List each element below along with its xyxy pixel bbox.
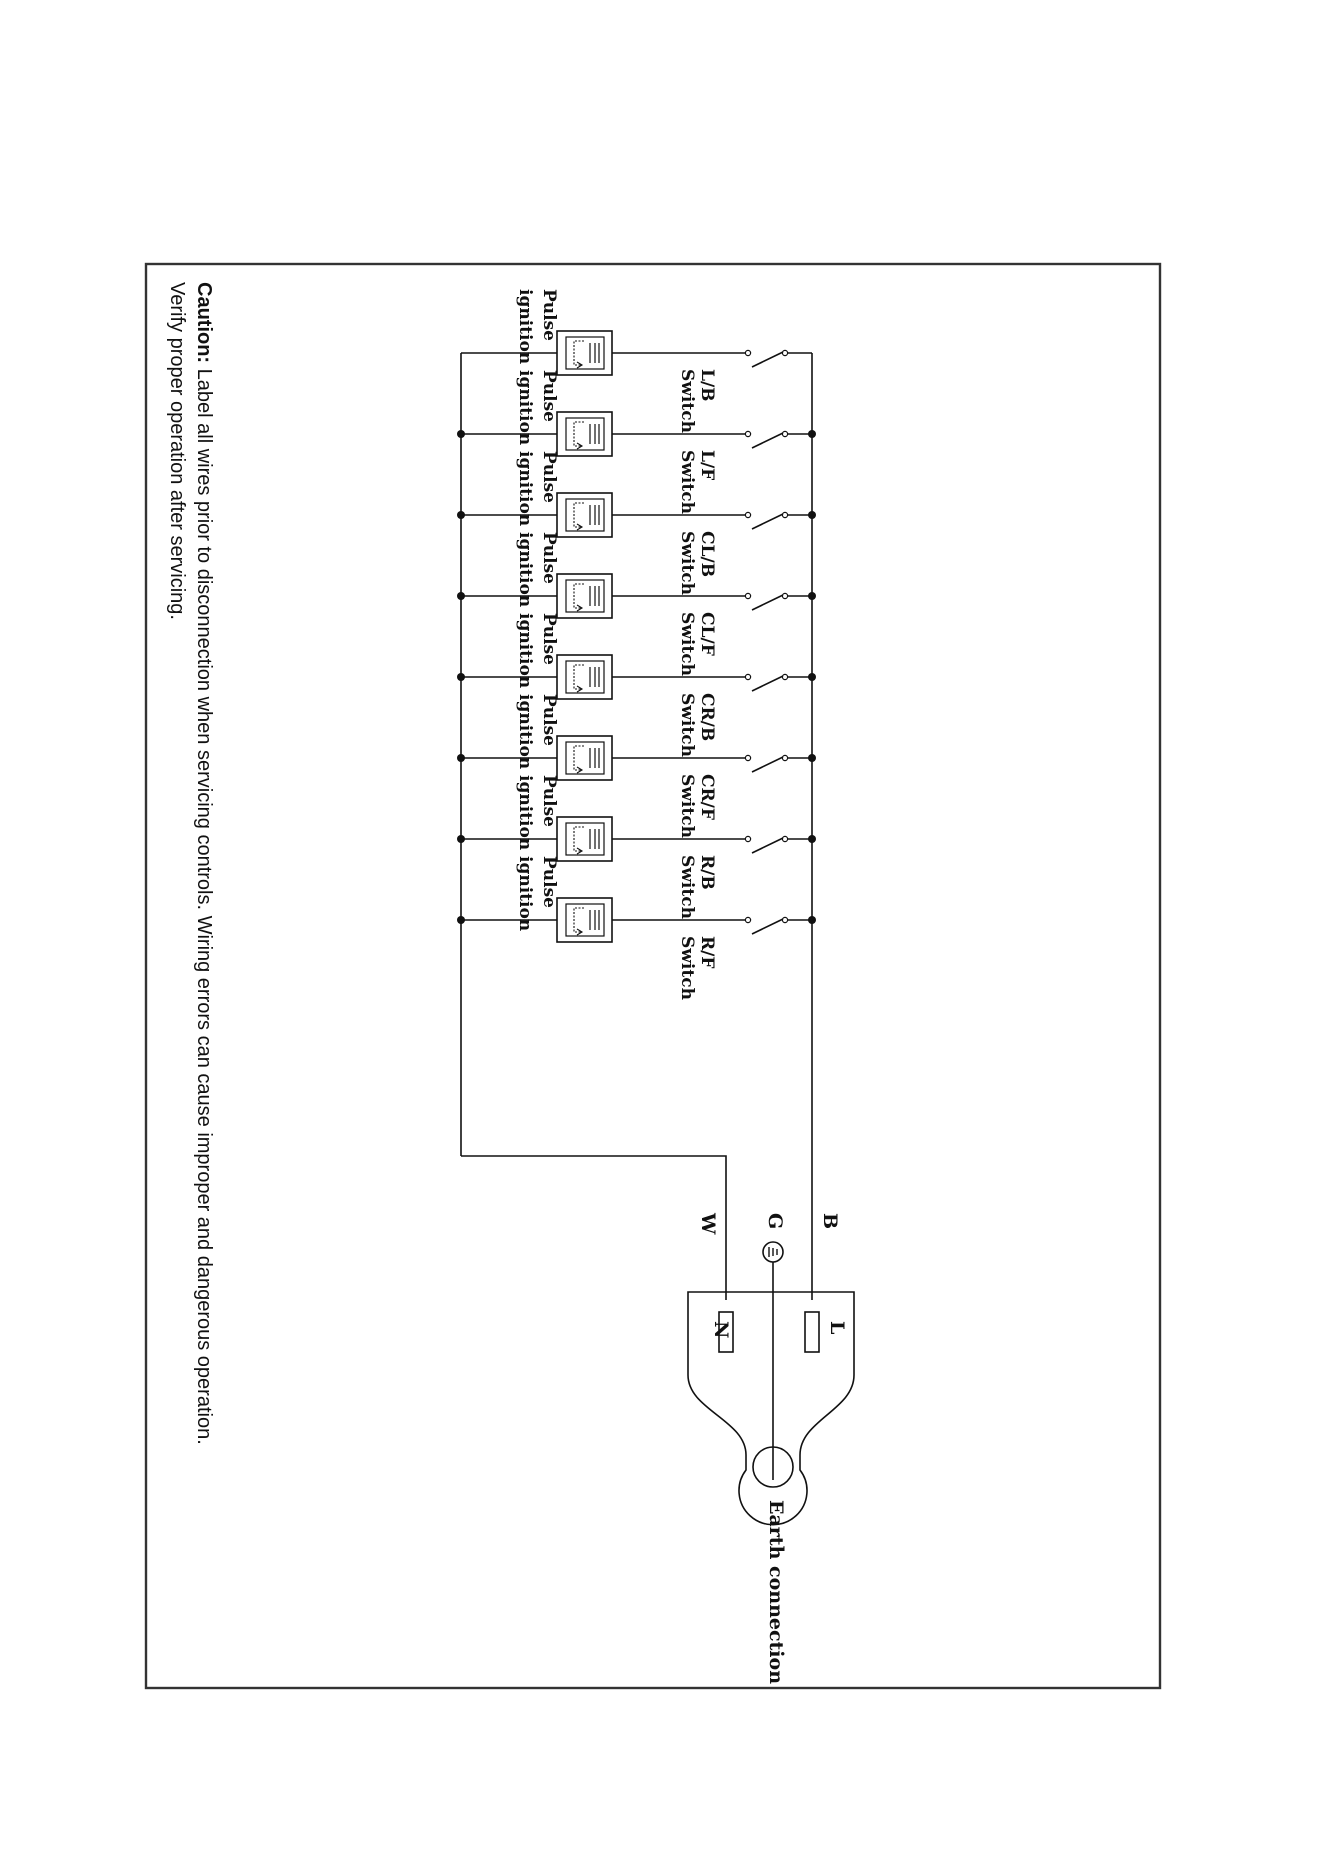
svg-text:Pulse: Pulse: [539, 451, 559, 503]
earth-pin: [752, 1446, 794, 1488]
svg-text:CR/F: CR/F: [697, 774, 717, 820]
switch-blade: [751, 351, 784, 368]
svg-text:Switch: Switch: [677, 612, 697, 676]
switch-blade: [751, 837, 784, 854]
svg-text:Pulse: Pulse: [539, 775, 559, 827]
svg-text:Pulse: Pulse: [539, 289, 559, 341]
svg-text:Switch: Switch: [677, 450, 697, 514]
switch-blade: [751, 918, 784, 935]
svg-text:L/F: L/F: [697, 450, 717, 480]
svg-text:CL/F: CL/F: [697, 612, 717, 656]
svg-text:L: L: [826, 1321, 848, 1334]
svg-text:Switch: Switch: [677, 855, 697, 919]
svg-text:Switch: Switch: [677, 693, 697, 757]
svg-text:Switch: Switch: [677, 369, 697, 433]
svg-text:CL/B: CL/B: [697, 531, 717, 577]
wire-label-b: B: [819, 1213, 841, 1229]
pin-l-label: L: [826, 1321, 848, 1334]
svg-text:N: N: [710, 1321, 732, 1338]
svg-text:Caution: Label all wires prior: Caution: Label all wires prior to discon…: [193, 282, 215, 1445]
svg-text:ignition: ignition: [515, 613, 535, 688]
wire-label-w: W: [697, 1212, 719, 1235]
switch-blade: [751, 513, 784, 530]
svg-text:ignition: ignition: [515, 451, 535, 526]
ground-symbol: [762, 1241, 784, 1480]
svg-text:ignition: ignition: [515, 694, 535, 769]
svg-text:ignition: ignition: [515, 856, 535, 931]
burner-rows: L/BSwitchPulseignitionL/FSwitchPulseigni…: [457, 289, 816, 1000]
svg-text:B: B: [819, 1213, 841, 1229]
svg-text:Pulse: Pulse: [539, 694, 559, 746]
svg-text:Pulse: Pulse: [539, 532, 559, 584]
svg-text:Earth connection: Earth connection: [765, 1500, 787, 1684]
svg-text:Pulse: Pulse: [539, 613, 559, 665]
svg-text:Pulse: Pulse: [539, 856, 559, 908]
svg-text:ignition: ignition: [515, 370, 535, 445]
switch-blade: [751, 594, 784, 611]
svg-text:W: W: [697, 1212, 719, 1235]
earth-connection-label: Earth connection: [765, 1500, 787, 1684]
svg-text:Switch: Switch: [677, 531, 697, 595]
pin-n: [718, 1311, 734, 1353]
caution-note: Caution: Label all wires prior to discon…: [166, 282, 215, 1445]
caution-text: Label all wires prior to disconnection w…: [193, 363, 215, 1445]
svg-text:R/B: R/B: [697, 855, 717, 890]
switch-blade: [751, 756, 784, 773]
power-plug: [687, 1291, 855, 1526]
svg-text:ignition: ignition: [515, 775, 535, 850]
svg-text:ignition: ignition: [515, 289, 535, 364]
svg-text:Switch: Switch: [677, 936, 697, 1000]
svg-text:G: G: [764, 1213, 786, 1229]
caution-text-line2: Verify proper operation after servicing.: [166, 282, 188, 620]
pin-n-label: N: [710, 1321, 732, 1338]
diagram-frame: [144, 262, 1162, 1690]
svg-text:ignition: ignition: [515, 532, 535, 607]
svg-text:CR/B: CR/B: [697, 693, 717, 741]
svg-text:Switch: Switch: [677, 774, 697, 838]
w-bus-route: [461, 1155, 727, 1300]
svg-text:Pulse: Pulse: [539, 370, 559, 422]
pin-l: [804, 1311, 820, 1353]
caution-label: Caution:: [193, 282, 215, 363]
svg-text:R/F: R/F: [697, 936, 717, 968]
switch-blade: [751, 432, 784, 449]
svg-text:L/B: L/B: [697, 369, 717, 402]
wire-label-g: G: [764, 1213, 786, 1229]
switch-blade: [751, 675, 784, 692]
